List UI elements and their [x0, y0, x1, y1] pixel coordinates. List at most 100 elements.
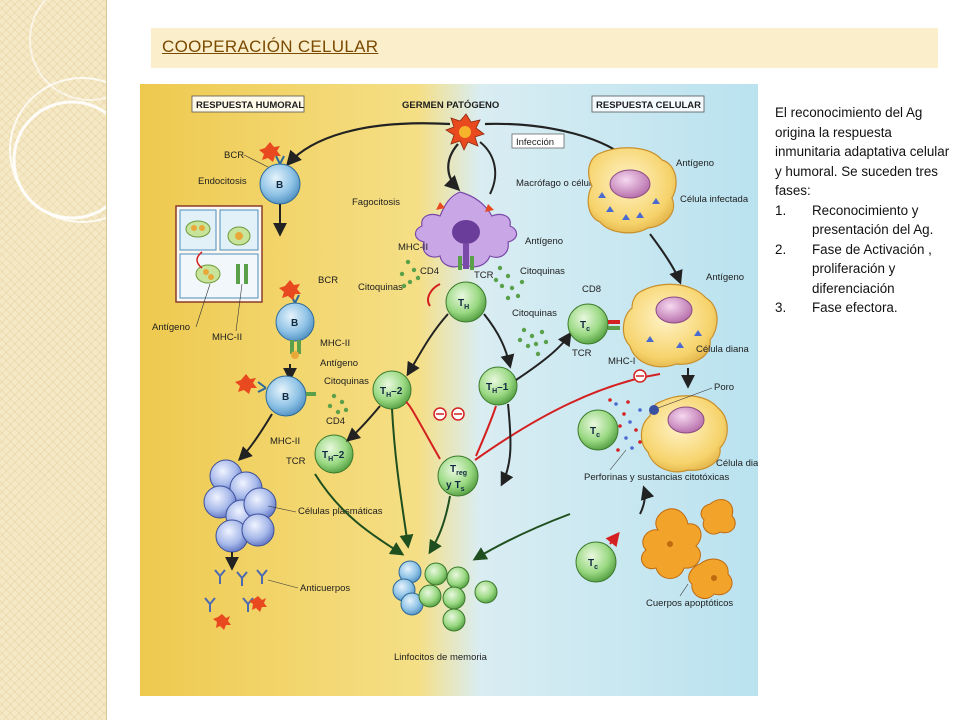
left-decorative-strip — [0, 0, 107, 720]
side-intro: El reconocimiento del Ag origina la resp… — [775, 105, 950, 198]
mhc2-b2-label: MHC-II — [270, 436, 300, 447]
citoquinas-l-label: Citoquinas — [358, 282, 403, 293]
svg-text:RESPUESTA CELULAR: RESPUESTA CELULAR — [596, 100, 701, 111]
antigeno-inf-label: Antígeno — [676, 158, 714, 169]
inhibition-symbols — [433, 369, 647, 421]
linfocitos-memoria-label: Linfocitos de memoria — [394, 652, 488, 663]
phase-item: 3. Fase efectora. — [775, 298, 955, 318]
tcr-top-label: TCR — [474, 270, 494, 281]
macrofago-label: Macrófago o célula dendrítica — [516, 178, 641, 189]
poro-pointer — [657, 387, 713, 409]
infeccion-label: Infección — [516, 137, 554, 148]
celula-diana-label: Célula diana — [696, 344, 750, 355]
mhc1-label: MHC-I — [608, 356, 635, 367]
svg-text:TH–2: TH–2 — [322, 450, 345, 463]
perforinas-label: Perforinas y sustancias citotóxicas — [584, 472, 729, 483]
target-cell-1 — [622, 283, 718, 368]
tc-cell-1: Tc — [567, 303, 620, 345]
phase-text: Reconocimiento y presentación del Ag. — [812, 202, 934, 238]
pathogen-icon — [445, 113, 485, 151]
memory-lymphocytes — [392, 560, 498, 632]
bcr1-pointer — [243, 154, 269, 168]
phase-text: Fase de Activación , proliferación y dif… — [812, 241, 932, 296]
phases-list: 1.Reconocimiento y presentación del Ag. … — [775, 201, 955, 318]
antigeno-apc-label: Antígeno — [525, 236, 563, 247]
b-cell-2: B — [275, 280, 315, 359]
anticuerpos-pointer — [267, 579, 299, 589]
tcr-c-label: TCR — [572, 348, 592, 359]
fagocitosis-label: Fagocitosis — [352, 197, 400, 208]
phase-number: 2. — [775, 241, 787, 257]
inhibit-to-th1 — [475, 405, 497, 457]
svg-text:Tc: Tc — [580, 320, 590, 333]
arrow-to-memory-2 — [428, 495, 451, 555]
tc-cell-2: Tc — [577, 409, 619, 451]
arrow-infection — [479, 141, 497, 195]
header-germen: GERMEN PATÓGENO — [402, 99, 499, 111]
arrow-to-humoral — [285, 122, 451, 167]
arrow-perforin-up — [639, 485, 655, 515]
red-arc-top — [427, 283, 441, 307]
inhibit-to-th2 — [405, 401, 441, 460]
mhc2-b-label: MHC-II — [320, 338, 350, 349]
arrow-th-to-th2 — [406, 313, 449, 377]
mhc2-box-pointer — [235, 283, 243, 332]
antibody-antigen-complexes — [213, 596, 267, 630]
phase-text: Fase efectora. — [812, 300, 898, 315]
arrow-th1-to-tc — [515, 331, 572, 381]
svg-text:TH–2: TH–2 — [380, 386, 403, 399]
tc-cell-3: Tc — [575, 531, 620, 583]
immune-cooperation-figure: RESPUESTA HUMORAL GERMEN PATÓGENO RESPUE… — [140, 84, 758, 696]
citoquinas-b-label: Citoquinas — [324, 376, 369, 387]
svg-text:RESPUESTA HUMORAL: RESPUESTA HUMORAL — [196, 100, 304, 111]
bcr1-label: BCR — [224, 150, 244, 161]
cd8-label: CD8 — [582, 284, 601, 295]
svg-text:Tc: Tc — [590, 426, 600, 439]
arrow-to-memory-4 — [391, 408, 414, 549]
plasma-cells-cluster — [203, 459, 277, 553]
th2b-cell: TH–2 — [314, 434, 354, 474]
svg-text:B: B — [282, 392, 289, 403]
arrow-th1-down — [500, 403, 514, 487]
phase-item: 1. Reconocimiento y presentación del Ag. — [775, 201, 955, 240]
cd4-top-label: CD4 — [420, 266, 439, 277]
svg-text:TH–1: TH–1 — [486, 382, 509, 395]
celula-infectada-label: Célula infectada — [680, 194, 749, 205]
celula-diana2-label: Célula diana — [716, 458, 758, 469]
b-cell-3: B — [235, 374, 316, 417]
endocytosis-inset — [175, 205, 263, 303]
arrow-to-memory-1 — [314, 473, 405, 556]
arrow-infected-to-target — [649, 233, 683, 285]
antigeno-b-label: Antígeno — [320, 358, 358, 369]
th-cell: TH — [445, 281, 487, 323]
perforin-dots — [608, 398, 642, 452]
poro-label: Poro — [714, 382, 734, 393]
celulas-plasmaticas-label: Células plasmáticas — [298, 506, 383, 517]
infected-cell — [587, 147, 677, 234]
antigeno-box-pointer — [195, 283, 211, 328]
arrow-th-to-th1 — [483, 313, 515, 369]
apoptotic-bodies — [641, 499, 736, 599]
svg-text:TH: TH — [458, 298, 469, 311]
citoquinas-r-label: Citoquinas — [520, 266, 565, 277]
antigeno-box-label: Antígeno — [152, 322, 190, 333]
svg-text:Tc: Tc — [588, 558, 598, 571]
arrow-to-memory-3 — [472, 513, 571, 561]
arrow-to-macrofago — [443, 143, 461, 192]
macrophage-apc — [414, 191, 518, 270]
cytokine-dots-top — [399, 259, 525, 301]
decorative-circles — [9, 0, 106, 223]
cd4-b-label: CD4 — [326, 416, 345, 427]
plasma-pointer — [267, 505, 297, 513]
svg-text:B: B — [276, 180, 283, 191]
cuerpos-label: Cuerpos apoptóticos — [646, 598, 733, 609]
phase-number: 3. — [775, 300, 787, 315]
th2-cell: TH–2 — [372, 370, 412, 410]
anticuerpos-label: Anticuerpos — [300, 583, 350, 594]
phase-number: 1. — [775, 202, 787, 218]
b-cell-1: B — [259, 142, 301, 205]
header-humoral: RESPUESTA HUMORAL — [191, 95, 305, 113]
endocitosis-label: Endocitosis — [198, 176, 247, 187]
cytokine-dots-c — [517, 327, 549, 357]
